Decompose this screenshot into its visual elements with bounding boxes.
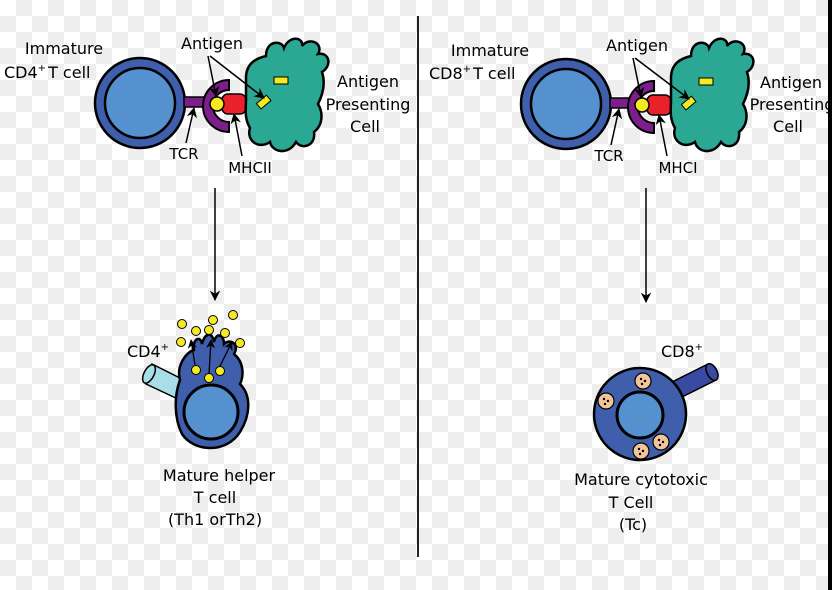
cytokines (176, 310, 245, 383)
mature-helper-label-line3: (Th1 orTh2) (168, 510, 262, 529)
right-edge-bar (828, 0, 832, 590)
antigen-fragment (273, 76, 289, 85)
tcr-pointer (610, 107, 623, 146)
antigen-pointer (209, 55, 265, 99)
apc-label-line1: Antigen (337, 72, 399, 91)
cytotoxic-cell-nucleus (615, 390, 665, 440)
bound-antigen (634, 97, 650, 113)
secretion-arrow (219, 341, 233, 367)
left-panel: Immature CD4+T cell Antigen Antigen Pres… (4, 34, 410, 529)
mhcii-label: MHCII (228, 159, 272, 177)
cd4-receptor-label: CD4+ (127, 342, 169, 361)
immature-cd8-label-line1: Immature (451, 41, 529, 60)
mhci-pointer (655, 113, 668, 157)
secretion-arrow (187, 339, 197, 366)
mhcii-molecule (221, 93, 247, 115)
apc-label-line3: Cell (773, 117, 803, 136)
antigen-presenting-cell (244, 37, 330, 153)
mhci-molecule (646, 94, 672, 116)
antigen-label: Antigen (181, 34, 243, 53)
antigen-pointer (632, 57, 645, 99)
antigen-fragment (680, 95, 697, 111)
mature-cytotoxic-label-line2: T Cell (608, 493, 654, 512)
mhci-label: MHCI (658, 159, 697, 177)
antigen-presenting-cell (669, 37, 755, 153)
antigen-fragment (698, 77, 714, 86)
right-panel: Immature CD8+T cell Antigen Antigen Pres… (429, 36, 832, 534)
apc-label-line2: Presenting (326, 95, 411, 114)
bound-antigen (209, 96, 225, 112)
antigen-pointer (207, 55, 220, 98)
apc-label-line3: Cell (350, 117, 380, 136)
t-cell-nucleus (103, 66, 177, 140)
tcr-pointer (185, 106, 198, 144)
immature-cd4-label-line1: Immature (25, 39, 103, 58)
cd8-receptor-label: CD8+ (661, 342, 703, 361)
cytotoxic-granules (597, 372, 670, 460)
mature-cytotoxic-label-line1: Mature cytotoxic (574, 470, 708, 489)
antigen-label: Antigen (606, 36, 668, 55)
tcr-label: TCR (168, 145, 198, 163)
mhcii-pointer (230, 112, 243, 157)
antigen-pointer (634, 57, 690, 100)
apc-label-line2: Presenting (750, 95, 832, 114)
tcr-label: TCR (593, 147, 623, 165)
antigen-fragment (255, 94, 272, 110)
mature-cytotoxic-label-line3: (Tc) (619, 515, 647, 534)
apc-label-line1: Antigen (760, 73, 822, 92)
mature-helper-label-line1: Mature helper (163, 466, 276, 485)
immature-cd8-label-line2: CD8+T cell (429, 64, 515, 83)
mature-helper-label-line2: T cell (193, 488, 236, 507)
helper-cell-nucleus (182, 383, 240, 441)
t-cell-nucleus (529, 67, 603, 141)
secretion-arrow (205, 339, 216, 375)
immature-cd4-label-line2: CD4+T cell (4, 63, 90, 82)
